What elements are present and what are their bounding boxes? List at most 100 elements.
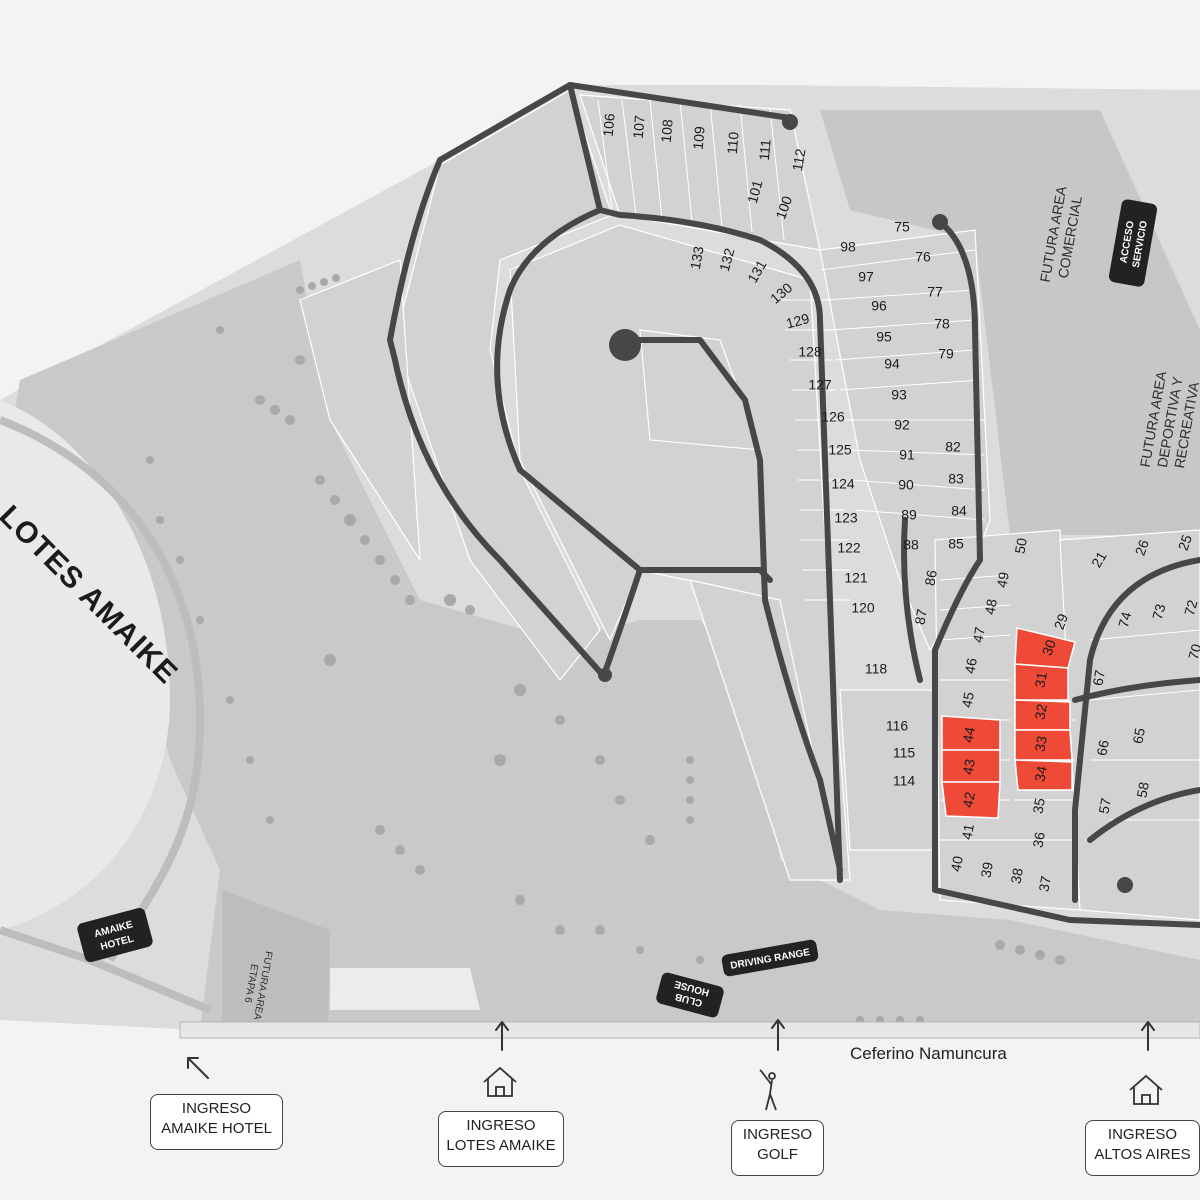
lot-91: 91 [899, 447, 915, 463]
lot-106: 106 [600, 112, 618, 137]
golfer-icon [759, 1069, 777, 1111]
entry-golf-line2: GOLF [757, 1146, 798, 1163]
lot-46: 46 [961, 657, 979, 675]
entry-amaike-hotel[interactable]: INGRESO AMAIKE HOTEL [150, 1094, 283, 1150]
lot-48: 48 [981, 598, 999, 616]
lot-78: 78 [934, 316, 950, 332]
lot-114: 114 [893, 773, 916, 789]
entry-hotel-line1: INGRESO [181, 1100, 252, 1117]
lot-96: 96 [871, 298, 887, 314]
entry-lotes-amaike[interactable]: INGRESO LOTES AMAIKE [438, 1111, 564, 1167]
zone-comercial [820, 110, 1200, 535]
arrow-golf [771, 1019, 785, 1051]
lot-127: 127 [808, 377, 832, 393]
entry-lotes-line1: INGRESO [466, 1117, 536, 1134]
lot-39: 39 [977, 861, 995, 879]
lot-87: 87 [911, 608, 929, 626]
lot-129: 129 [784, 310, 811, 332]
lot-128: 128 [798, 344, 822, 360]
cul-de-sac [609, 329, 641, 361]
lot-93: 93 [891, 387, 907, 403]
lot-31: 31 [1031, 671, 1049, 689]
entry-altos-line1: INGRESO [1107, 1126, 1178, 1143]
lot-100: 100 [772, 194, 795, 222]
lot-58: 58 [1133, 781, 1151, 799]
lot-49: 49 [993, 571, 1011, 589]
lot-79: 79 [938, 346, 954, 362]
lot-37: 37 [1035, 875, 1053, 893]
lot-89: 89 [901, 507, 917, 523]
entry-altos-aires[interactable]: INGRESO ALTOS AIRES [1085, 1120, 1200, 1176]
lot-72: 72 [1181, 598, 1200, 617]
badge-amaike-hotel: AMAIKE HOTEL [77, 907, 153, 963]
entry-altos-line2: ALTOS AIRES [1094, 1146, 1191, 1163]
lot-83: 83 [948, 471, 964, 487]
entry-golf-line1: INGRESO [742, 1126, 813, 1143]
lot-47: 47 [969, 626, 987, 644]
lot-88: 88 [903, 537, 919, 553]
lot-38: 38 [1007, 867, 1025, 885]
street-name: Ceferino Namuncura [850, 1044, 1007, 1063]
lot-36: 36 [1029, 831, 1047, 849]
lot-34: 34 [1031, 765, 1049, 783]
lot-92: 92 [894, 417, 910, 433]
lot-70: 70 [1185, 642, 1200, 661]
lot-108: 108 [658, 118, 676, 143]
arrow-lotes [495, 1021, 509, 1051]
lot-66: 66 [1093, 739, 1111, 757]
lot-74: 74 [1115, 610, 1135, 629]
badge-club-house: CLUB HOUSE [656, 972, 724, 1018]
trees [146, 274, 1065, 1024]
entry-hotel-line2: AMAIKE HOTEL [161, 1120, 272, 1137]
lot-30: 30 [1039, 637, 1059, 657]
lot-121: 121 [844, 570, 868, 586]
lot-101: 101 [744, 178, 766, 205]
lot-29: 29 [1051, 611, 1071, 631]
lot-94: 94 [884, 356, 900, 372]
lot-116: 116 [886, 718, 909, 734]
lot-35: 35 [1029, 797, 1047, 815]
zone-lotes-amaike [0, 400, 170, 930]
lot-111: 111 [756, 138, 774, 161]
house-icon [483, 1066, 517, 1097]
lot-107: 107 [630, 114, 648, 139]
lot-43: 43 [959, 758, 977, 776]
lot-90: 90 [898, 477, 914, 493]
street-ceferino [179, 1021, 1200, 1039]
badge-acceso-servicio: ACCESO SERVICIO [1108, 199, 1158, 287]
lot-73: 73 [1149, 602, 1169, 621]
lot-125: 125 [828, 442, 852, 458]
lot-132: 132 [716, 246, 738, 273]
lot-26: 26 [1132, 537, 1152, 557]
selected-lots [941, 627, 1076, 819]
lot-77: 77 [927, 284, 943, 300]
lot-44: 44 [959, 726, 977, 744]
zone-futura-etapa [222, 890, 330, 1022]
entry-golf[interactable]: INGRESO GOLF [731, 1120, 824, 1176]
lot-124: 124 [831, 476, 855, 492]
entry-lotes-line2: LOTES AMAIKE [446, 1137, 556, 1154]
lot-40: 40 [947, 855, 965, 873]
lot-33: 33 [1031, 735, 1049, 753]
lot-75: 75 [894, 219, 910, 235]
arrow-hotel [187, 1057, 209, 1079]
lot-50: 50 [1011, 537, 1029, 555]
roads [387, 82, 1200, 928]
lot-86: 86 [921, 569, 939, 587]
lot-95: 95 [876, 329, 892, 345]
lot-76: 76 [915, 249, 931, 265]
lot-45: 45 [958, 691, 976, 709]
arrow-altos [1141, 1021, 1155, 1051]
lot-133: 133 [687, 245, 707, 271]
lot-110: 110 [724, 131, 742, 155]
lot-97: 97 [858, 269, 874, 285]
lot-blocks [299, 89, 1200, 921]
lot-122: 122 [837, 540, 861, 556]
lot-65: 65 [1129, 727, 1147, 745]
lot-42: 42 [959, 791, 977, 809]
lot-112: 112 [789, 147, 809, 172]
lot-82: 82 [945, 439, 961, 455]
lot-115: 115 [893, 745, 916, 761]
lot-85: 85 [948, 536, 964, 552]
